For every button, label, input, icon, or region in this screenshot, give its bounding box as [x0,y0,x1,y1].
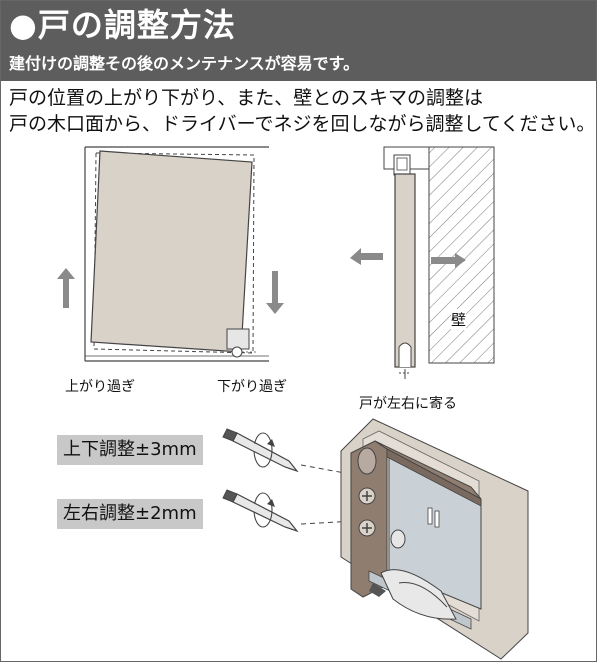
door-tilt-diagram [57,146,284,362]
top-guide-inner [396,157,408,171]
arrow-down-icon [266,271,284,314]
roller-wheel [231,346,243,358]
arrow-up-icon [57,268,75,308]
screwdriver-vertical-icon [222,428,299,473]
roller-box [226,328,250,350]
label-too-low: 下がり過ぎ [217,379,287,395]
wall-section [428,146,495,364]
bottom-roller-section [398,342,412,367]
header-bar: ●戸の調整方法 建付けの調整その後のメンテナンスが容易です。 [1,1,596,81]
door-original-outline [93,152,255,354]
roller-unit-illustration [340,418,529,660]
screwdriver-horizontal-icon [222,489,299,533]
arrow-right-icon [431,253,466,268]
vertical-adjust-label: 上下調整±3mm [57,435,203,465]
wall-gap-diagram [350,146,495,379]
instruction-line-1: 戸の位置の上がり下がり、また、壁とのスキマの調整は [9,87,484,109]
arrow-left-icon [350,248,383,265]
instruction-line-2: 戸の木口面から、ドライバーでネジを回しながら調整してください。 [9,113,596,135]
door-edge-section [394,173,416,368]
instructions: 戸の位置の上がり下がり、また、壁とのスキマの調整は 戸の木口面から、ドライバーで… [9,85,595,137]
page-title: ●戸の調整方法 [9,6,236,44]
horizontal-adjust-label: 左右調整±2mm [57,499,203,529]
wall-diagram-caption: 戸が左右に寄る [359,396,457,412]
label-too-high: 上がり過ぎ [65,379,135,395]
page-subtitle: 建付けの調整その後のメンテナンスが容易です。 [9,54,360,73]
door-tilted-panel [90,150,253,353]
wall-label: 壁 [451,309,467,330]
